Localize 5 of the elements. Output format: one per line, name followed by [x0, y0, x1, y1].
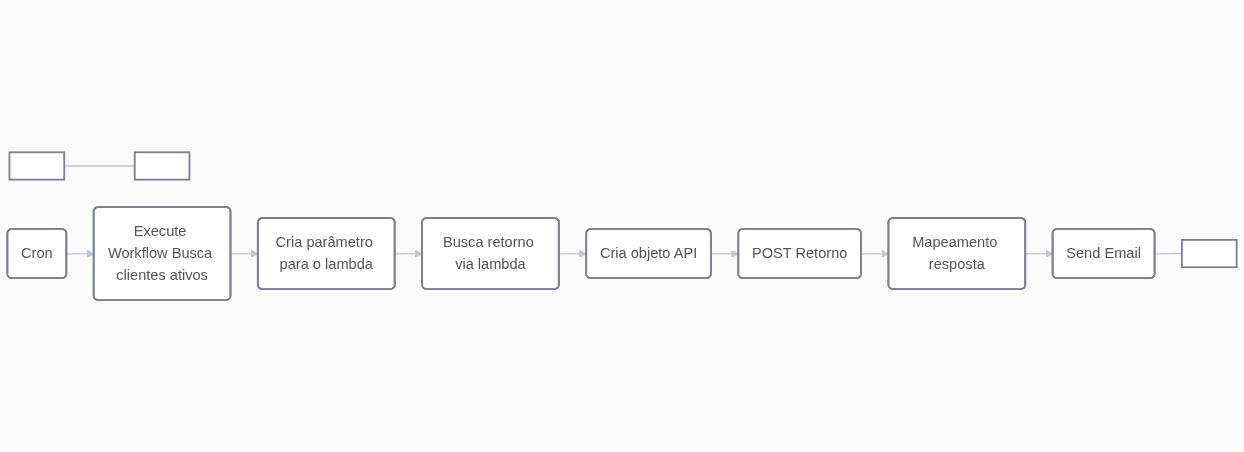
arrow: [394, 249, 423, 258]
node-box: [1181, 238, 1238, 268]
arrow: [558, 249, 587, 258]
node-box: [133, 151, 191, 181]
node-box: [8, 151, 66, 181]
